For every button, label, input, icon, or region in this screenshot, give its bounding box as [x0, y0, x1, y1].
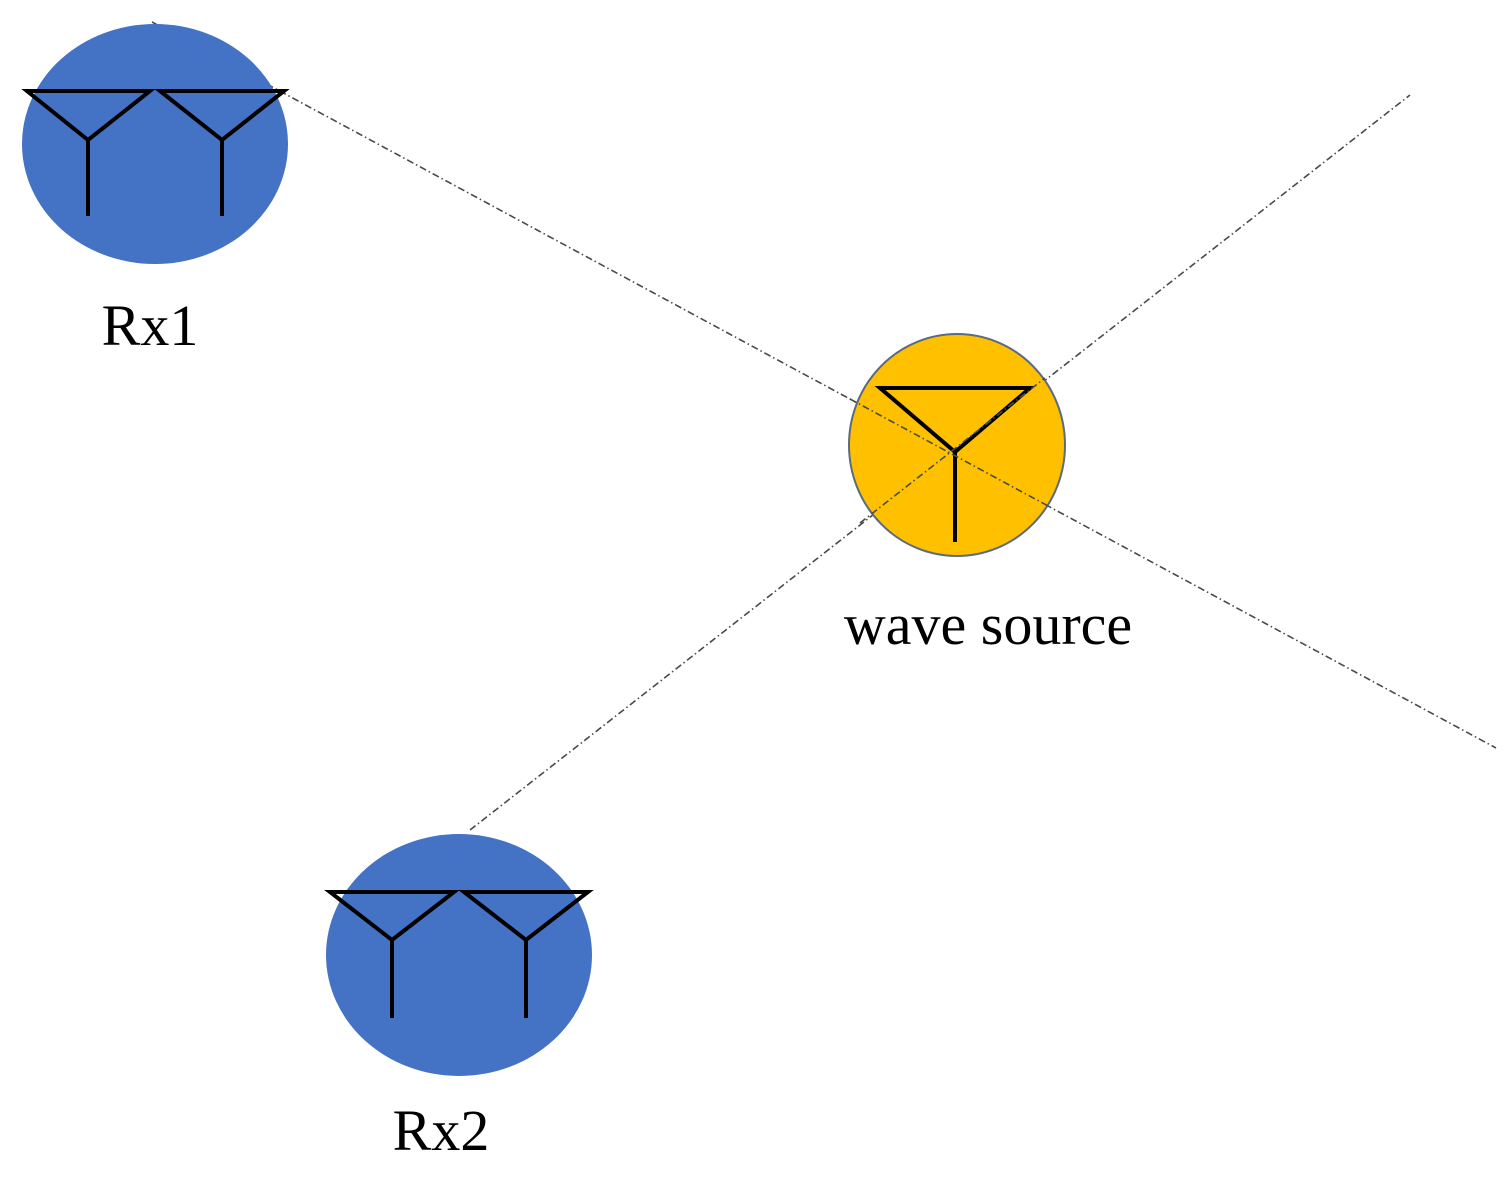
antenna-icon: [154, 89, 290, 216]
antenna-icon: [21, 89, 156, 216]
receiver-rx2-circle: [326, 834, 592, 1076]
antenna-icon: [324, 890, 460, 1018]
wave-source: wave source: [844, 333, 1132, 657]
receiver-rx1-circle: [22, 24, 288, 264]
antenna-icon: [458, 890, 594, 1018]
receiver-antenna-pair-icon: [324, 890, 594, 1018]
receiver-rx2: Rx2: [324, 834, 594, 1163]
receiver-rx1-label: Rx1: [102, 293, 199, 358]
bearing-line-rx1: [151, 21, 1497, 749]
bearing-line-rx2-overlay: [859, 377, 1046, 524]
transmitter-antenna-icon: [874, 386, 1036, 542]
receiver-antenna-pair-icon: [21, 89, 290, 216]
receiver-rx2-label: Rx2: [393, 1098, 490, 1163]
bearing-line-rx1-overlay: [849, 398, 1051, 508]
wave-source-label: wave source: [844, 592, 1132, 657]
receiver-rx1: Rx1: [21, 24, 290, 358]
